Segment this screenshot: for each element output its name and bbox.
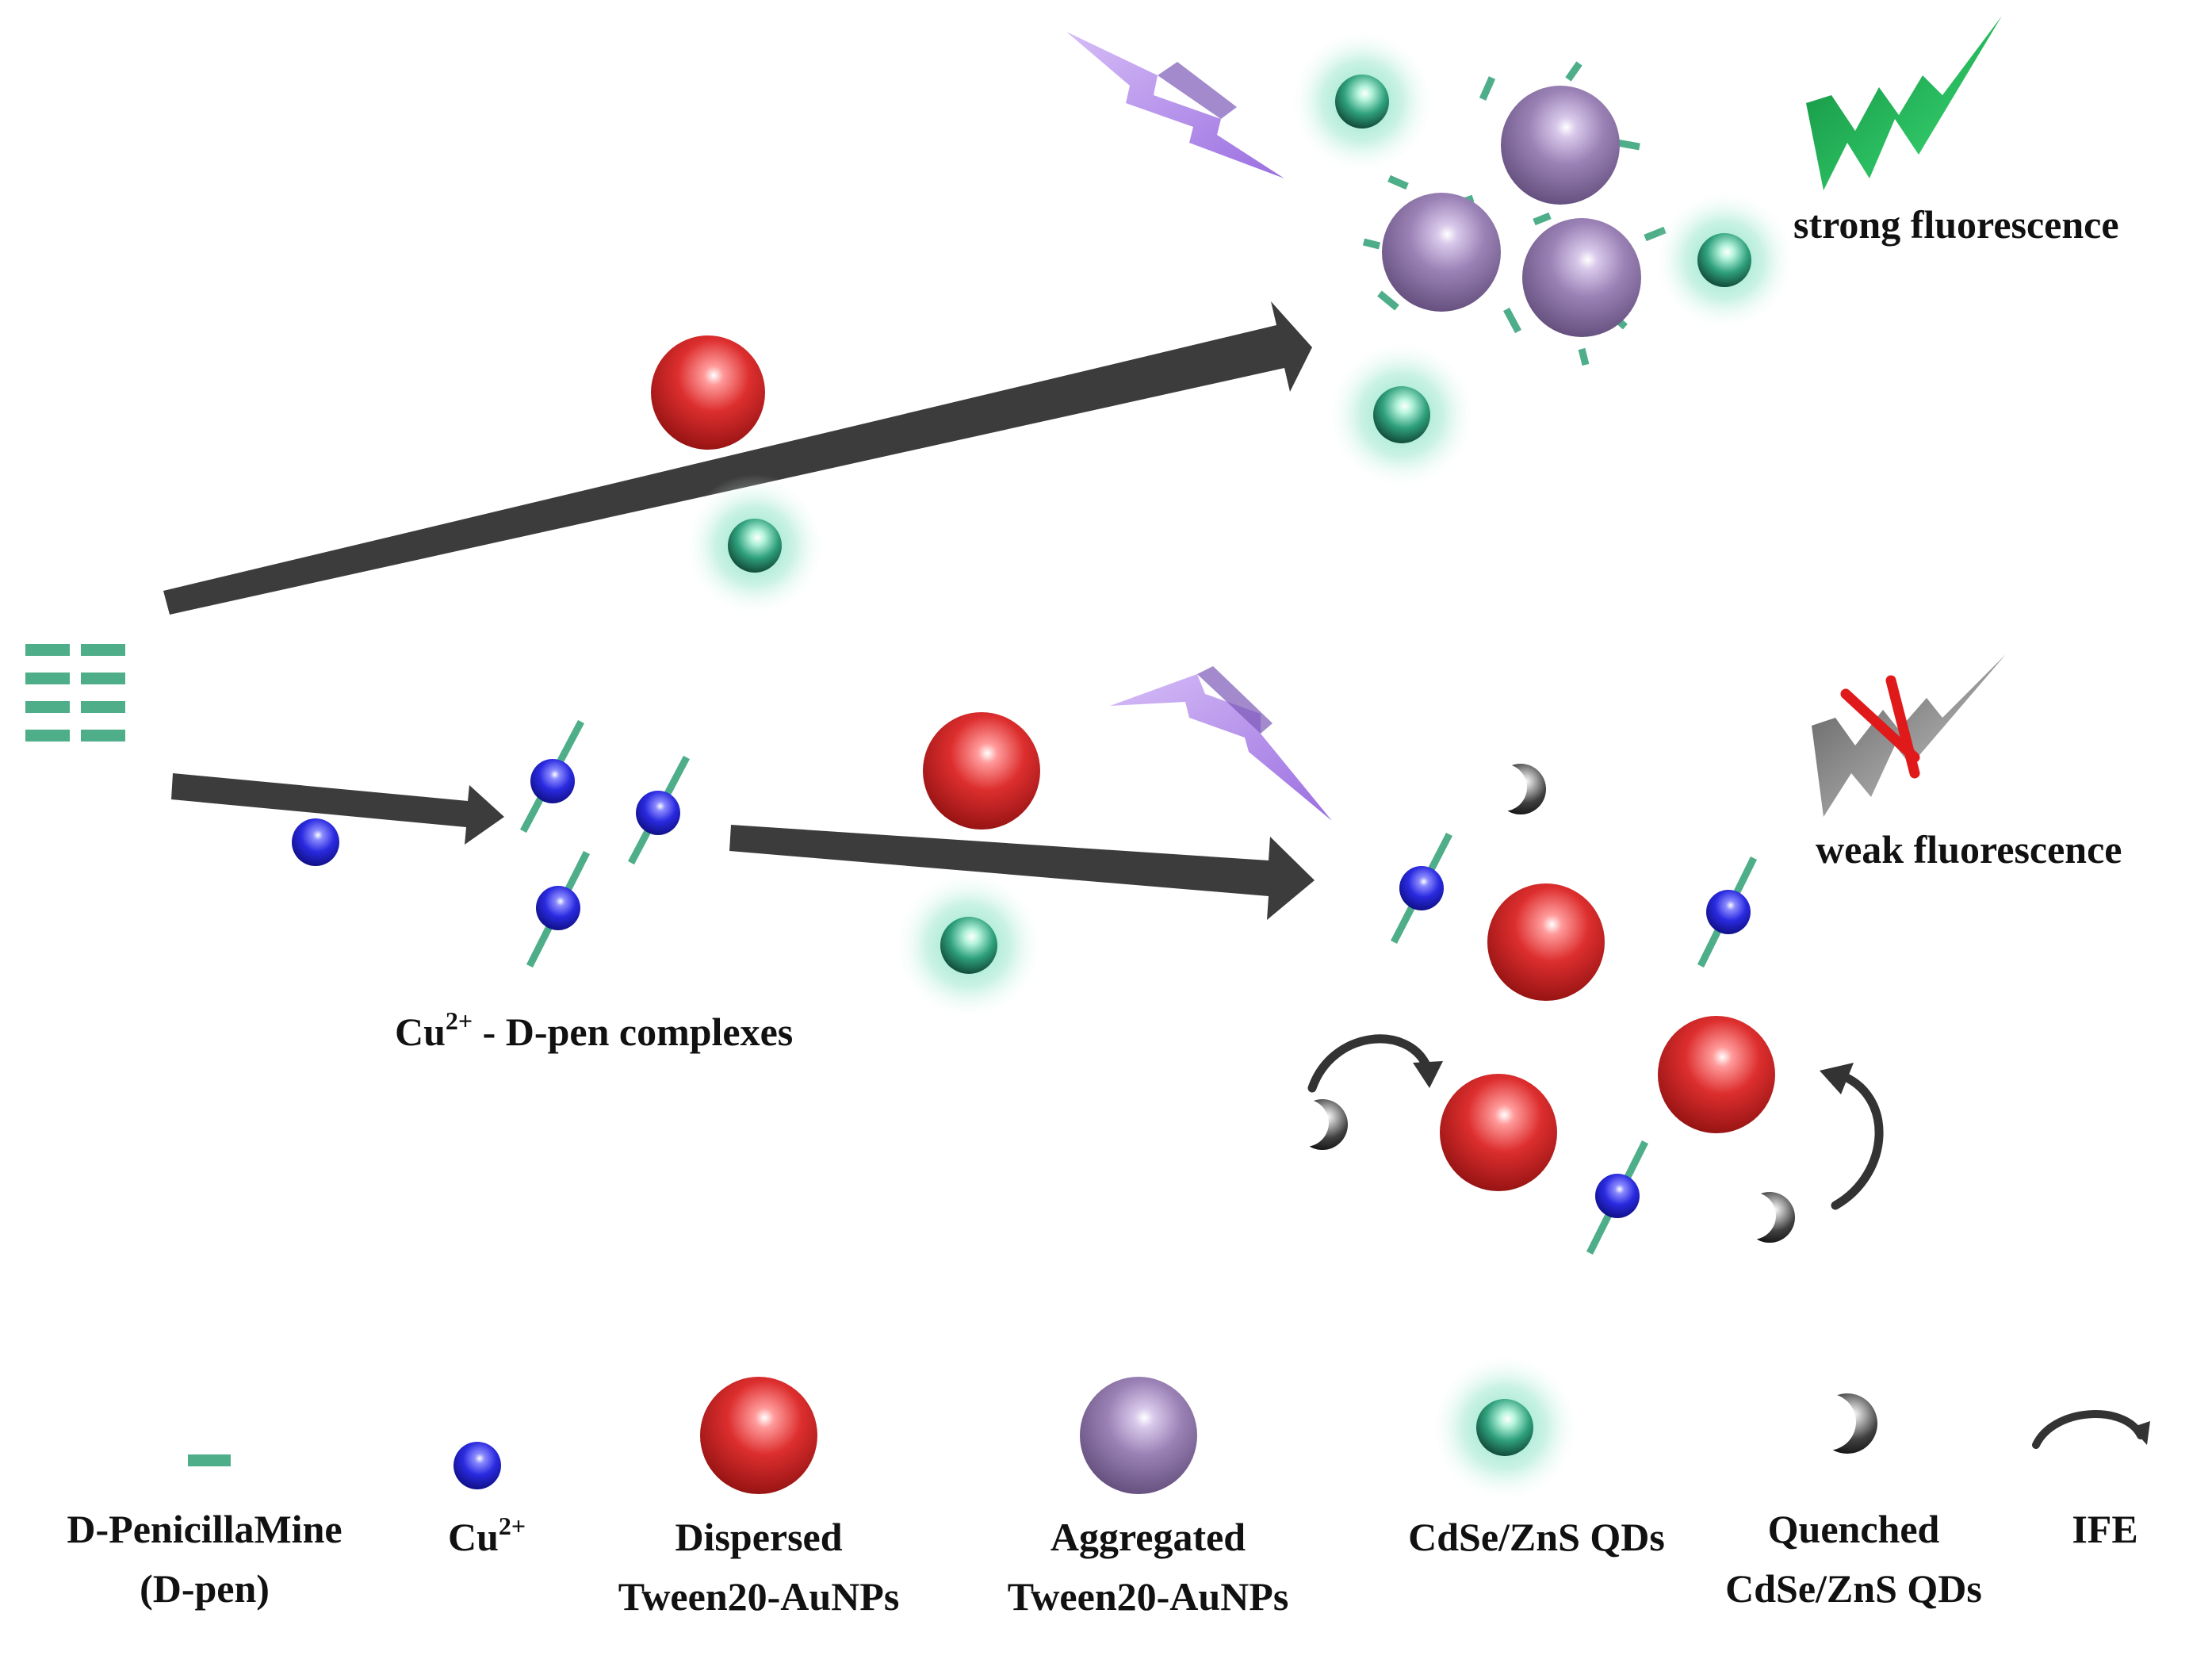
excitation-lightning-icon bbox=[1066, 32, 1284, 178]
cu-dpen-complex bbox=[1390, 832, 1453, 945]
cu-dpen-complex bbox=[1697, 856, 1758, 968]
svg-text:Aggregated: Aggregated bbox=[1051, 1515, 1246, 1559]
legend-dispersed: Dispersed Tween20-AuNPs bbox=[618, 1377, 900, 1619]
dispersed-aunp bbox=[651, 335, 765, 450]
legend-qd: CdSe/ZnS QDs bbox=[1408, 1352, 1665, 1559]
weak-fluorescence-label: weak fluorescence bbox=[1816, 827, 2122, 872]
cu-dpen-complex bbox=[526, 850, 591, 968]
cdse-zns-qd-glowing bbox=[894, 870, 1044, 1021]
legend-quenched: Quenched CdSe/ZnS QDs bbox=[1725, 1393, 1982, 1611]
svg-text:CdSe/ZnS QDs: CdSe/ZnS QDs bbox=[1408, 1515, 1665, 1559]
strong-emission-lightning-icon bbox=[1806, 16, 2002, 190]
top-arrow bbox=[163, 301, 1312, 615]
dispersed-aunp bbox=[1440, 1074, 1557, 1191]
legend-aggregated: Aggregated Tween20-AuNPs bbox=[1008, 1377, 1289, 1619]
svg-text:Quenched: Quenched bbox=[1768, 1507, 1940, 1551]
excitation-lightning-icon bbox=[1110, 666, 1332, 821]
cu-dpen-complex bbox=[1586, 1140, 1649, 1255]
svg-text:Tween20-AuNPs: Tween20-AuNPs bbox=[1008, 1574, 1289, 1619]
cu-dpen-complex bbox=[520, 719, 584, 834]
aggregated-aunp-cluster bbox=[1362, 61, 1667, 366]
svg-text:IFE: IFE bbox=[2072, 1507, 2137, 1551]
svg-text:Dispersed: Dispersed bbox=[675, 1515, 842, 1559]
legend: D-PenicillaMine (D-pen) Cu2+ Dispersed T… bbox=[67, 1352, 2150, 1619]
cdse-zns-qd-glowing bbox=[1326, 339, 1477, 490]
svg-text:Cu2+: Cu2+ bbox=[448, 1512, 526, 1559]
svg-text:CdSe/ZnS QDs: CdSe/ZnS QDs bbox=[1725, 1566, 1982, 1611]
cu-dpen-complex bbox=[628, 755, 690, 865]
arrow-to-complexes bbox=[171, 773, 504, 845]
svg-text:D-PenicillaMine: D-PenicillaMine bbox=[67, 1507, 342, 1551]
ife-arrow-icon bbox=[1307, 1034, 1443, 1093]
weak-emission-crossed-lightning-icon bbox=[1812, 654, 2006, 817]
cdse-zns-qd-glowing bbox=[683, 474, 826, 617]
ife-arrow-icon bbox=[1820, 1063, 1884, 1210]
dispersed-aunp bbox=[1658, 1016, 1775, 1133]
svg-text:Tween20-AuNPs: Tween20-AuNPs bbox=[618, 1574, 900, 1619]
strong-fluorescence-label: strong fluorescence bbox=[1793, 202, 2119, 247]
quenched-qd bbox=[1281, 1099, 1348, 1150]
legend-cu: Cu2+ bbox=[448, 1442, 526, 1559]
arrow-to-result bbox=[729, 825, 1315, 920]
quenched-qd bbox=[1479, 764, 1546, 814]
cdse-zns-qd-glowing bbox=[1289, 29, 1435, 174]
legend-d-pen: D-PenicillaMine (D-pen) bbox=[67, 1454, 343, 1611]
complexes-label: Cu2+ - D-pen complexes bbox=[395, 1006, 793, 1054]
cdse-zns-qd-glowing bbox=[1653, 189, 1796, 331]
legend-ife: IFE bbox=[2032, 1410, 2150, 1551]
svg-text:(D-pen): (D-pen) bbox=[140, 1566, 270, 1611]
dispersed-aunp bbox=[1487, 883, 1605, 1001]
cu-ion bbox=[292, 818, 339, 866]
quenched-qd bbox=[1728, 1192, 1795, 1243]
dispersed-aunp bbox=[923, 712, 1040, 830]
stick-group bbox=[1362, 61, 1667, 366]
d-pen-stack bbox=[25, 644, 125, 742]
